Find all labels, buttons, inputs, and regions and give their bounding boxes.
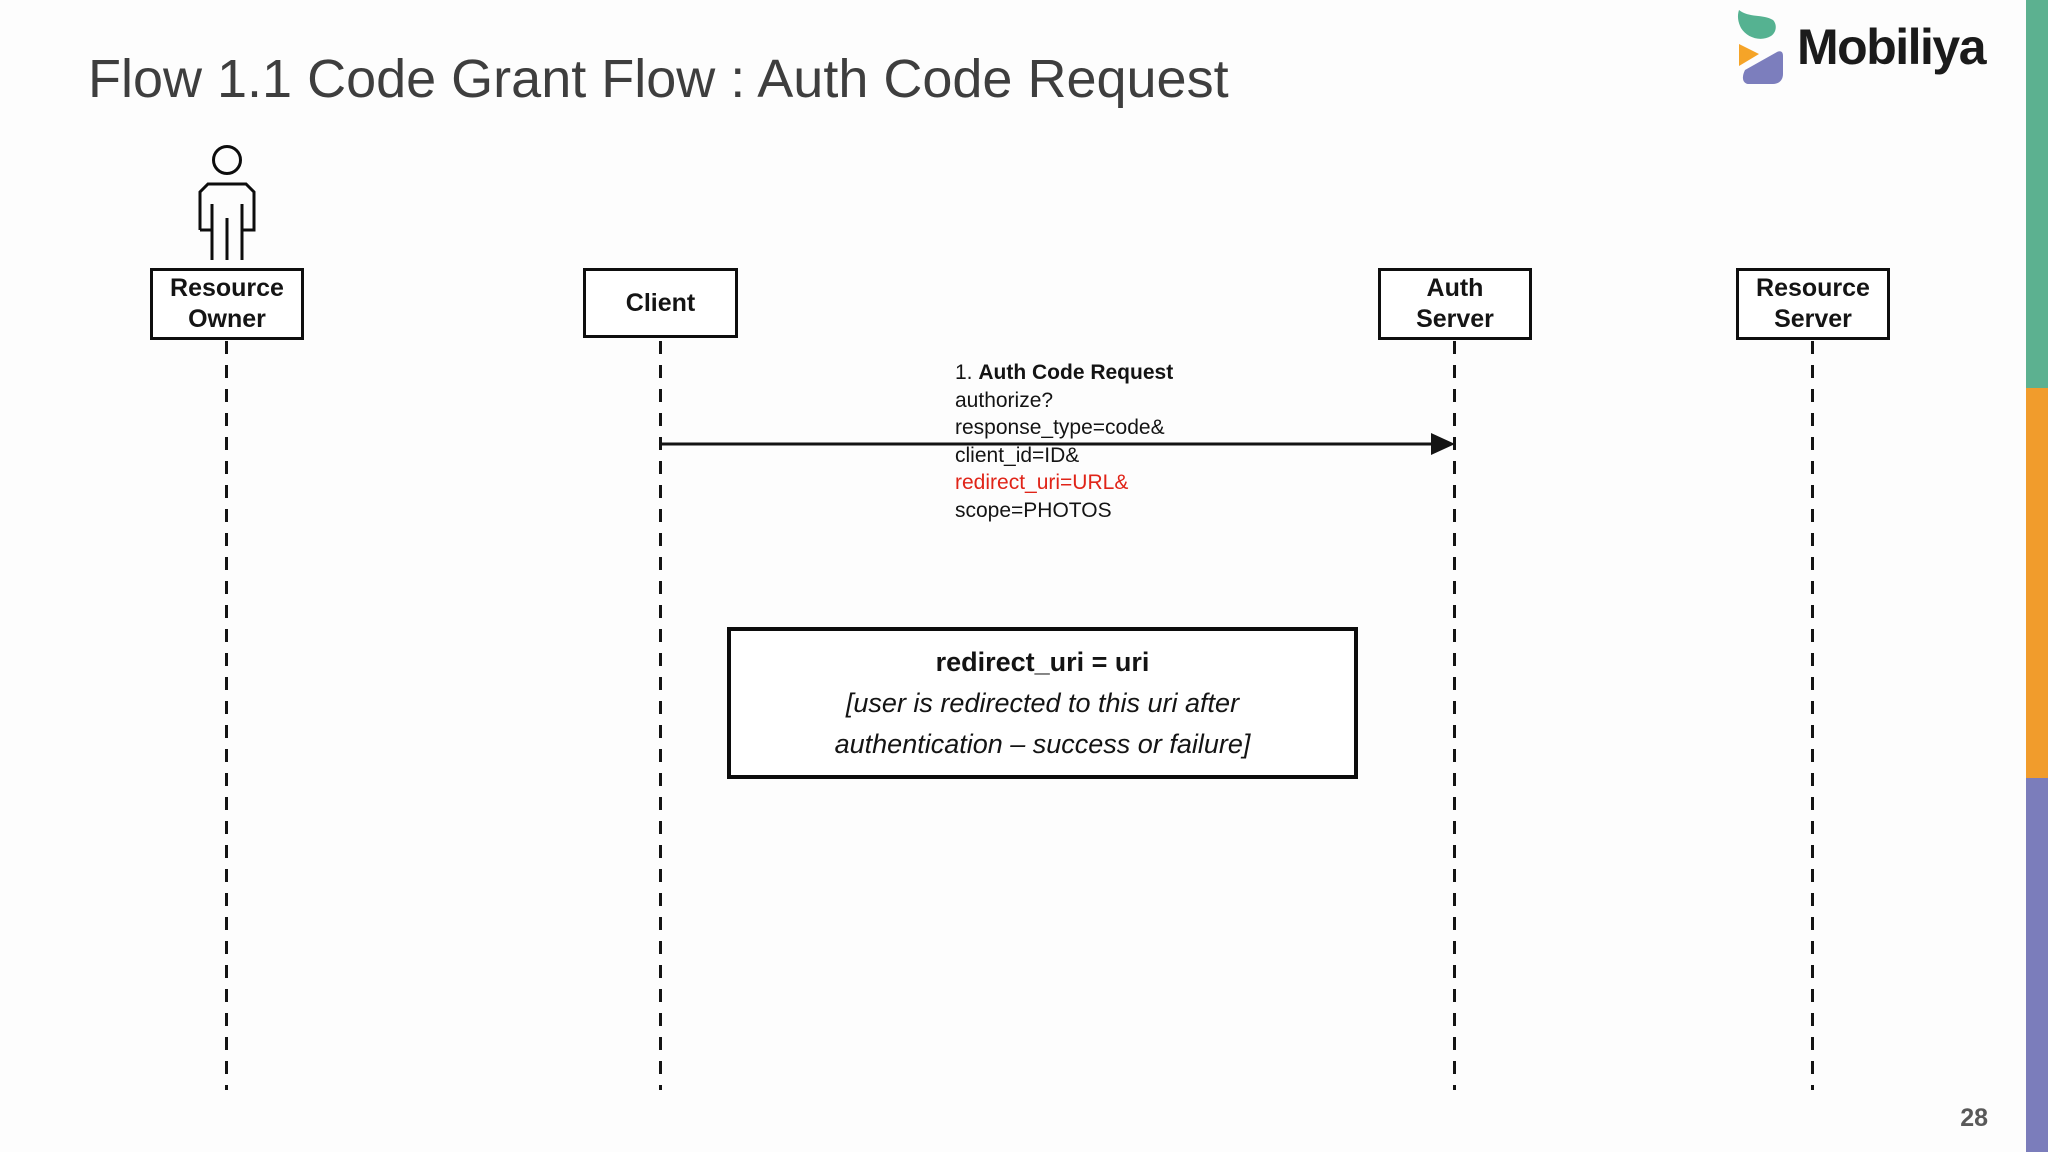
mobiliya-logo-mark-icon <box>1737 10 1783 84</box>
page-number: 28 <box>1960 1104 1988 1132</box>
accent-bar <box>2026 0 2048 1152</box>
accent-segment-orange <box>2026 388 2048 778</box>
person-icon <box>198 145 256 260</box>
mobiliya-logo: Mobiliya <box>1733 6 2023 94</box>
lifeline-resource-owner <box>225 341 228 1090</box>
message-line-highlighted: redirect_uri=URL& <box>955 471 1129 494</box>
message-line: response_type=code& <box>955 416 1165 439</box>
message-line: scope=PHOTOS <box>955 498 1112 522</box>
logo-leaf-teal <box>1737 10 1776 39</box>
logo-triangle-yellow <box>1739 44 1759 66</box>
note-title: redirect_uri = uri <box>935 646 1150 677</box>
logo-quad-purple <box>1742 51 1783 84</box>
actor-box-client: Client <box>583 268 738 338</box>
lifeline-client <box>659 341 662 1090</box>
logo-wordmark: Mobiliya <box>1797 19 1987 75</box>
page-title: Flow 1.1 Code Grant Flow : Auth Code Req… <box>88 49 1229 109</box>
lifeline-auth-server <box>1453 341 1456 1090</box>
actor-box-resource-server: Resource Server <box>1736 268 1890 340</box>
accent-segment-purple <box>2026 778 2048 1152</box>
message-label: 1. Auth Code Request authorize? response… <box>955 359 1173 524</box>
message-line: client_id=ID& <box>955 443 1080 467</box>
message-line-title: 1. Auth Code Request <box>955 359 1173 387</box>
actor-box-auth-server: Auth Server <box>1378 268 1532 340</box>
accent-segment-teal <box>2026 0 2048 388</box>
note-box: redirect_uri = uri [user is redirected t… <box>727 627 1358 779</box>
message-line: authorize? <box>955 388 1054 412</box>
message-number: 1. <box>955 361 979 384</box>
note-body-line: [user is redirected to this uri after <box>845 687 1240 718</box>
lifeline-resource-server <box>1811 341 1814 1090</box>
actor-box-resource-owner: Resource Owner <box>150 268 304 340</box>
message-title: Auth Code Request <box>978 361 1174 384</box>
message-arrow <box>661 433 1455 455</box>
note-body-line: authentication – success or failure] <box>834 728 1251 759</box>
